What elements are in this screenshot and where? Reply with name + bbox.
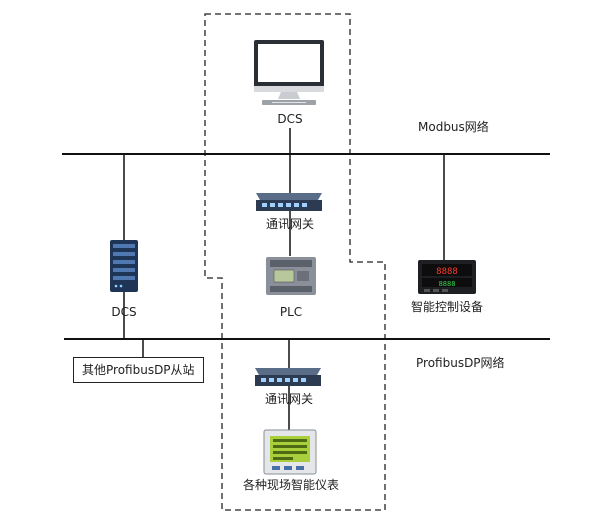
modbus-network-label: Modbus网络 (418, 120, 489, 134)
gateway-top-label: 通讯网关 (265, 217, 315, 231)
plc-label: PLC (279, 305, 303, 319)
profibus-slave-box: 其他ProfibusDP从站 (73, 357, 204, 383)
svg-text:8888: 8888 (436, 267, 458, 277)
dashed-boundary (204, 13, 386, 511)
power-meter-icon (263, 429, 317, 475)
profibus-network-label: ProfibusDP网络 (416, 356, 505, 370)
dcs-left-label: DCS (111, 305, 137, 319)
server-rack-icon (110, 240, 138, 292)
svg-text:8888: 8888 (439, 280, 456, 288)
network-switch-icon (256, 193, 322, 211)
plc-module-icon (266, 257, 316, 295)
desktop-monitor-icon (254, 40, 324, 105)
gateway-bottom-label: 通讯网关 (264, 392, 314, 406)
digital-controller-icon: 8888 8888 (418, 260, 476, 294)
field-instruments-label: 各种现场智能仪表 (242, 478, 340, 492)
dcs-top-label: DCS (277, 112, 303, 126)
smart-controller-label: 智能控制设备 (410, 300, 484, 314)
network-switch-icon (255, 368, 321, 386)
